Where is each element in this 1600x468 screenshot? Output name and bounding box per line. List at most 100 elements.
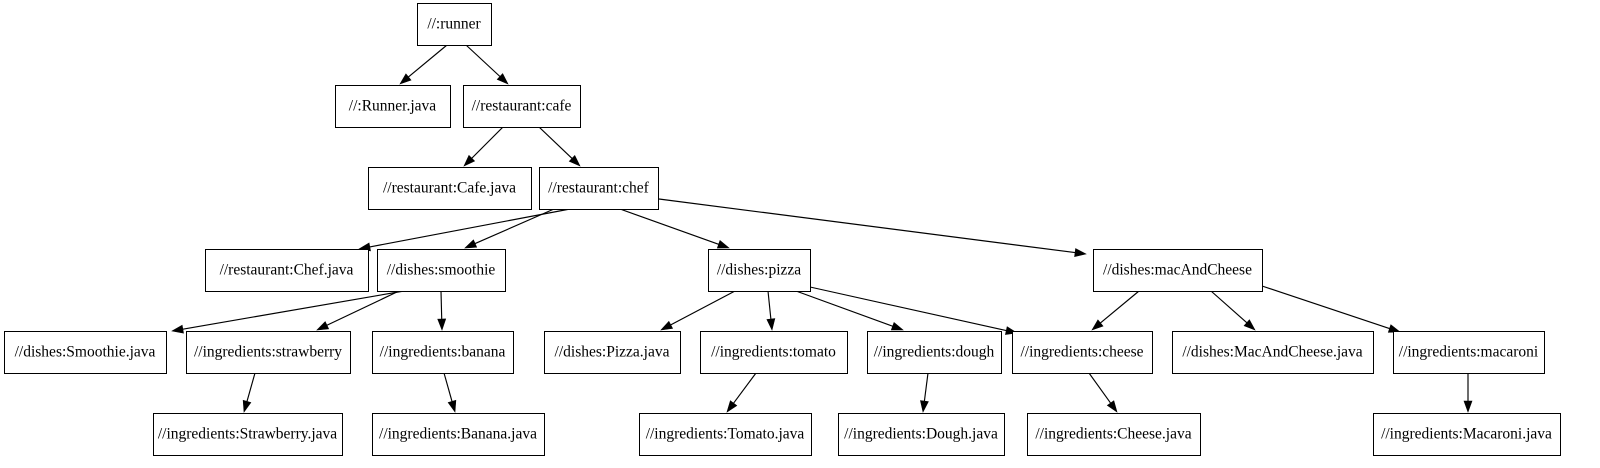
node-box <box>205 249 369 292</box>
node-box <box>1093 249 1263 292</box>
edge-line <box>795 290 893 327</box>
graph-edge <box>809 286 1018 335</box>
graph-edge <box>171 290 405 334</box>
graph-edge <box>726 372 757 413</box>
node-box <box>1172 331 1374 374</box>
node-box <box>377 249 506 292</box>
node-label: //restaurant:chef <box>548 180 650 197</box>
graph-node-macaroni[interactable]: //ingredients:macaroni <box>1393 331 1545 374</box>
graph-edge <box>443 372 457 413</box>
node-label: //ingredients:Macaroni.java <box>1381 426 1552 443</box>
node-label: //restaurant:Chef.java <box>220 262 354 279</box>
graph-node-cheese_java[interactable]: //ingredients:Cheese.java <box>1027 413 1201 456</box>
edge-line <box>733 372 757 404</box>
graph-edge <box>316 290 400 331</box>
node-box <box>838 413 1005 456</box>
edges-layer <box>171 44 1473 413</box>
graph-edge <box>538 126 581 167</box>
edge-line <box>440 290 443 320</box>
graph-node-macandcheese_java[interactable]: //dishes:MacAndCheese.java <box>1172 331 1374 374</box>
graph-edge <box>464 208 555 249</box>
graph-node-strawberry_java[interactable]: //ingredients:Strawberry.java <box>153 413 343 456</box>
node-label: //dishes:pizza <box>717 262 801 279</box>
node-box <box>639 413 812 456</box>
edge-line <box>369 208 571 248</box>
graph-node-pizza[interactable]: //dishes:pizza <box>708 249 811 292</box>
edge-line <box>1100 290 1140 324</box>
graph-node-dough[interactable]: //ingredients:dough <box>867 331 1002 374</box>
edge-arrowhead-icon <box>242 399 252 413</box>
graph-node-tomato[interactable]: //ingredients:tomato <box>700 331 848 374</box>
graph-node-runner_java[interactable]: //:Runner.java <box>335 85 451 128</box>
graph-edge <box>1091 290 1140 331</box>
graph-node-banana[interactable]: //ingredients:banana <box>372 331 514 374</box>
node-box <box>867 331 1002 374</box>
node-box <box>708 249 811 292</box>
edge-line <box>809 286 1007 332</box>
node-box <box>539 167 659 210</box>
node-label: //ingredients:Tomato.java <box>646 426 805 443</box>
graph-edge <box>437 290 447 331</box>
node-label: //dishes:smoothie <box>387 262 496 279</box>
node-label: //ingredients:macaroni <box>1399 344 1539 361</box>
node-label: //ingredients:Cheese.java <box>1035 426 1191 443</box>
edge-line <box>465 44 501 77</box>
graph-edge <box>920 372 929 413</box>
nodes-layer: //:runner //:Runner.java //restaurant:cafe… <box>4 3 1561 456</box>
node-label: //ingredients:Dough.java <box>844 426 998 443</box>
edge-arrowhead-icon <box>316 321 330 331</box>
node-box <box>544 331 681 374</box>
node-box <box>417 3 492 46</box>
graph-node-macaroni_java[interactable]: //ingredients:Macaroni.java <box>1373 413 1561 456</box>
edge-arrowhead-icon <box>1106 400 1118 413</box>
graph-edge <box>619 208 730 249</box>
node-box <box>368 167 532 210</box>
edge-line <box>474 208 555 245</box>
node-label: //restaurant:Cafe.java <box>383 180 516 197</box>
node-label: //ingredients:banana <box>380 344 506 361</box>
graph-node-chef[interactable]: //restaurant:chef <box>539 167 659 210</box>
graph-edge <box>399 44 448 85</box>
graph-edge <box>795 290 904 331</box>
graph-node-smoothie_java[interactable]: //dishes:Smoothie.java <box>4 331 167 374</box>
edge-arrowhead-icon <box>920 400 929 413</box>
graph-edge <box>766 290 776 331</box>
graph-node-cheese[interactable]: //ingredients:cheese <box>1012 331 1153 374</box>
edge-line <box>658 198 1076 254</box>
edge-line <box>182 290 405 330</box>
graph-node-cafe[interactable]: //restaurant:cafe <box>463 85 581 128</box>
graph-edge <box>1088 372 1118 413</box>
graph-node-strawberry[interactable]: //ingredients:strawberry <box>186 331 351 374</box>
node-label: //dishes:MacAndCheese.java <box>1182 344 1362 361</box>
graph-node-cafe_java[interactable]: //restaurant:Cafe.java <box>368 167 532 210</box>
graph-node-runner[interactable]: //:runner <box>417 3 492 46</box>
edge-line <box>1261 285 1390 330</box>
graph-edge <box>660 290 736 331</box>
graph-edge <box>1463 373 1473 413</box>
edge-arrowhead-icon <box>568 155 581 167</box>
edge-arrowhead-icon <box>726 400 738 413</box>
graph-node-tomato_java[interactable]: //ingredients:Tomato.java <box>639 413 812 456</box>
node-box <box>4 331 167 374</box>
edge-line <box>923 372 929 402</box>
graph-node-chef_java[interactable]: //restaurant:Chef.java <box>205 249 369 292</box>
node-label: //ingredients:Banana.java <box>379 426 537 443</box>
edge-arrowhead-icon <box>1091 319 1104 331</box>
graph-node-banana_java[interactable]: //ingredients:Banana.java <box>372 413 545 456</box>
node-label: //dishes:macAndCheese <box>1103 262 1252 279</box>
edge-line <box>471 126 504 159</box>
graph-node-pizza_java[interactable]: //dishes:Pizza.java <box>544 331 681 374</box>
graph-edge <box>242 372 256 413</box>
node-box <box>335 85 451 128</box>
graph-node-smoothie[interactable]: //dishes:smoothie <box>377 249 506 292</box>
graph-edge <box>463 126 504 167</box>
edge-line <box>443 372 453 402</box>
edge-line <box>246 372 256 402</box>
graph-edge <box>658 198 1087 257</box>
node-label: //restaurant:cafe <box>472 98 572 115</box>
edge-line <box>619 208 719 245</box>
edge-arrowhead-icon <box>463 154 476 167</box>
graph-node-dough_java[interactable]: //ingredients:Dough.java <box>838 413 1005 456</box>
node-box <box>1373 413 1561 456</box>
graph-node-macandcheese[interactable]: //dishes:macAndCheese <box>1093 249 1263 292</box>
